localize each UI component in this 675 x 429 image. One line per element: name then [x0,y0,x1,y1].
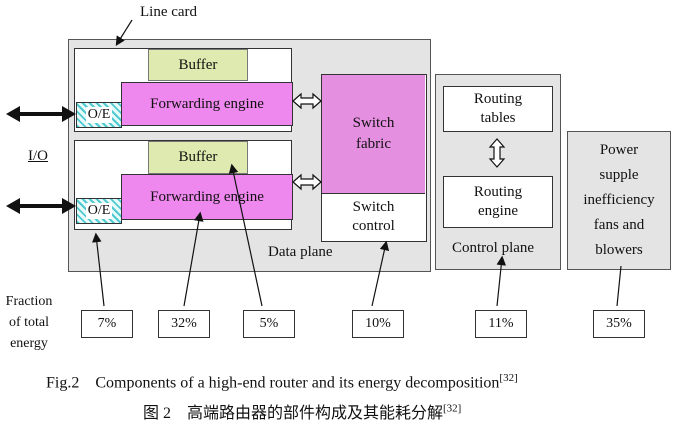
switch-fabric-label-line2: fabric [356,136,391,152]
switch-control-label-line2: control [352,218,395,234]
line-card-pointer [115,19,133,47]
routing-tables: Routing tables [443,86,553,132]
forwarding-engine-2: Forwarding engine [121,174,293,220]
routing-link-arrow [488,138,506,168]
power-panel: Power supple inefficiency fans and blowe… [567,131,671,270]
forwarding-engine-1-label: Forwarding engine [150,95,264,112]
data-plane-label: Data plane [268,244,333,260]
forwarding-engine-1: Forwarding engine [121,82,293,126]
line-card-label: Line card [140,4,198,20]
caption-zh-text: 图 2 高端路由器的部件构成及其能耗分解 [143,405,444,422]
switch-fabric: Switch fabric [322,75,425,194]
fabric-link-arrow-2 [292,173,322,191]
caption-en-ref: [32] [499,372,518,384]
fraction-label-line1: Fraction [5,294,53,309]
caption-en: Fig.2 Components of a high-end router an… [46,372,518,392]
pointer-switch [371,240,390,307]
energy-pct-power: 35% [593,310,645,338]
fraction-label-line3: energy [10,336,48,351]
energy-pct-control: 11% [475,310,527,338]
switch-control-label-line1: Switch [352,199,395,215]
buffer-1-label: Buffer [178,56,218,73]
routing-engine-label-line1: Routing [473,184,523,200]
fraction-label: Fraction of total energy [0,291,58,354]
oe-converter-1: O/E [76,102,122,128]
energy-pct-switch: 10% [352,310,404,338]
caption-en-text: Fig.2 Components of a high-end router an… [46,374,500,392]
energy-pct-oe: 7% [81,310,133,338]
power-label-line2: supple [599,167,639,183]
control-plane-label: Control plane [452,240,535,256]
power-label-line1: Power [599,142,639,158]
io-label: I/O [28,148,48,164]
buffer-2-label: Buffer [178,149,218,165]
energy-pct-forwarding: 32% [158,310,210,338]
fabric-link-arrow-1 [292,92,322,110]
oe-converter-1-label: O/E [85,107,113,123]
pointer-control [496,255,507,307]
pointer-power [616,265,622,307]
routing-tables-label-line1: Routing [473,91,523,107]
buffer-1: Buffer [148,49,248,81]
io-arrow-2 [6,198,76,214]
forwarding-engine-2-label: Forwarding engine [150,188,264,205]
power-label-line3: inefficiency [583,192,655,208]
pointer-oe [92,232,105,307]
power-label-line4: fans and [593,217,645,233]
switch-fabric-label-line1: Switch [352,115,395,131]
caption-zh: 图 2 高端路由器的部件构成及其能耗分解[32] [143,399,461,423]
power-label-line5: blowers [595,242,643,258]
pointer-forwarding [183,211,204,307]
oe-converter-2-label: O/E [85,203,113,219]
switch-control: Switch control [322,195,425,239]
pointer-buffer [228,163,263,307]
caption-zh-ref: [32] [443,402,462,415]
fraction-label-line2: of total [8,315,50,330]
energy-pct-buffer: 5% [243,310,295,338]
io-arrow-1 [6,106,76,122]
routing-engine: Routing engine [443,176,553,228]
routing-engine-label-line2: engine [478,203,518,219]
routing-tables-label-line2: tables [480,110,516,126]
oe-converter-2: O/E [76,198,122,224]
